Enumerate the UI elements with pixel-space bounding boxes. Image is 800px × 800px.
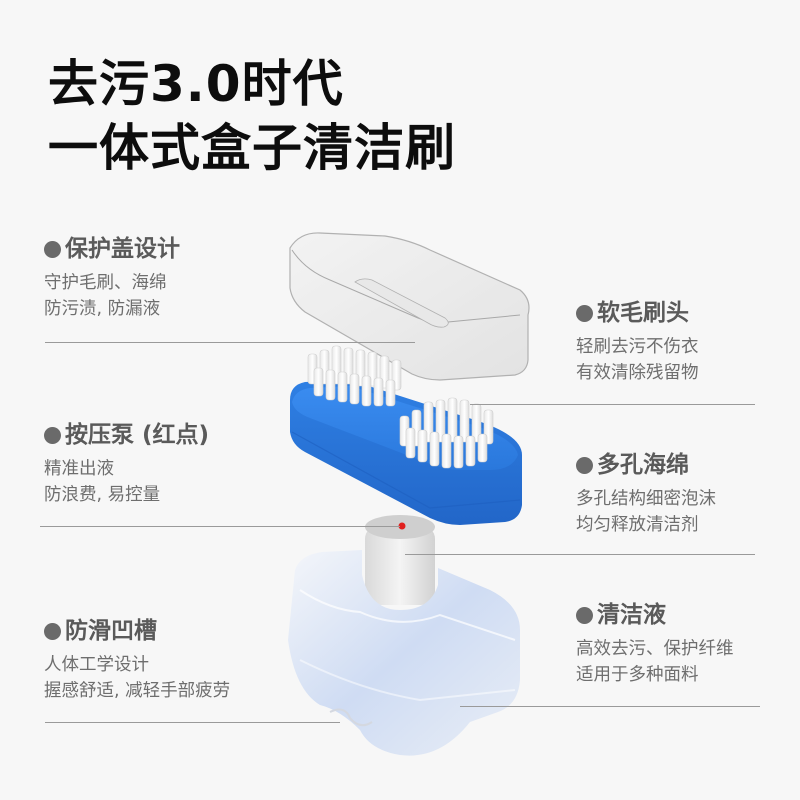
feature-heading: 清洁液 <box>597 602 666 628</box>
bullet-icon <box>44 426 61 444</box>
feature-protective-lid: 保护盖设计 守护毛刷、海绵 防污渍, 防漏液 <box>44 234 180 322</box>
feature-porous-sponge: 多孔海绵 多孔结构细密泡沫 均匀释放清洁剂 <box>576 450 716 538</box>
title-line-2: 一体式盒子清洁刷 <box>48 119 456 177</box>
feature-desc-line: 轻刷去污不伤衣 <box>576 337 699 357</box>
bullet-icon <box>576 456 593 474</box>
feature-heading: 软毛刷头 <box>597 300 689 326</box>
feature-heading: 按压泵 (红点) <box>65 422 210 448</box>
bullet-icon <box>576 304 593 322</box>
feature-desc-line: 多孔结构细密泡沫 <box>576 489 716 509</box>
leader-line-pump <box>40 526 400 527</box>
feature-heading: 多孔海绵 <box>597 452 689 478</box>
feature-desc-line: 精准出液 <box>44 459 114 479</box>
brush-head <box>290 345 522 525</box>
feature-press-pump: 按压泵 (红点) 精准出液 防浪费, 易控量 <box>44 420 209 508</box>
feature-anti-slip-groove: 防滑凹槽 人体工学设计 握感舒适, 减轻手部疲劳 <box>44 616 230 704</box>
feature-desc-line: 防浪费, 易控量 <box>44 485 161 505</box>
feature-heading: 防滑凹槽 <box>65 618 157 644</box>
feature-desc-line: 握感舒适, 减轻手部疲劳 <box>44 681 231 701</box>
reservoir-base <box>288 550 520 756</box>
leader-line-sponge <box>405 554 755 555</box>
feature-cleaning-liquid: 清洁液 高效去污、保护纤维 适用于多种面料 <box>576 600 734 688</box>
feature-desc-line: 有效清除残留物 <box>576 363 699 383</box>
bullet-icon <box>44 240 61 258</box>
feature-soft-bristles: 软毛刷头 轻刷去污不伤衣 有效清除残留物 <box>576 298 699 386</box>
title-line-1: 去污3.0时代 <box>48 55 344 113</box>
feature-desc-line: 均匀释放清洁剂 <box>576 515 699 535</box>
bullet-icon <box>44 622 61 640</box>
leader-line-brush <box>470 404 755 405</box>
press-pump <box>365 515 435 605</box>
feature-desc-line: 人体工学设计 <box>44 655 149 675</box>
feature-desc-line: 适用于多种面料 <box>576 665 699 685</box>
feature-heading: 保护盖设计 <box>65 236 180 262</box>
feature-desc-line: 防污渍, 防漏液 <box>44 299 161 319</box>
leader-line-grip <box>45 722 340 723</box>
leader-line-liquid <box>460 706 760 707</box>
page-title: 去污3.0时代 一体式盒子清洁刷 <box>48 52 456 180</box>
bullet-icon <box>576 606 593 624</box>
leader-line-lid <box>45 342 415 343</box>
protective-lid <box>289 232 530 381</box>
feature-desc-line: 守护毛刷、海绵 <box>44 273 167 293</box>
feature-desc-line: 高效去污、保护纤维 <box>576 639 734 659</box>
